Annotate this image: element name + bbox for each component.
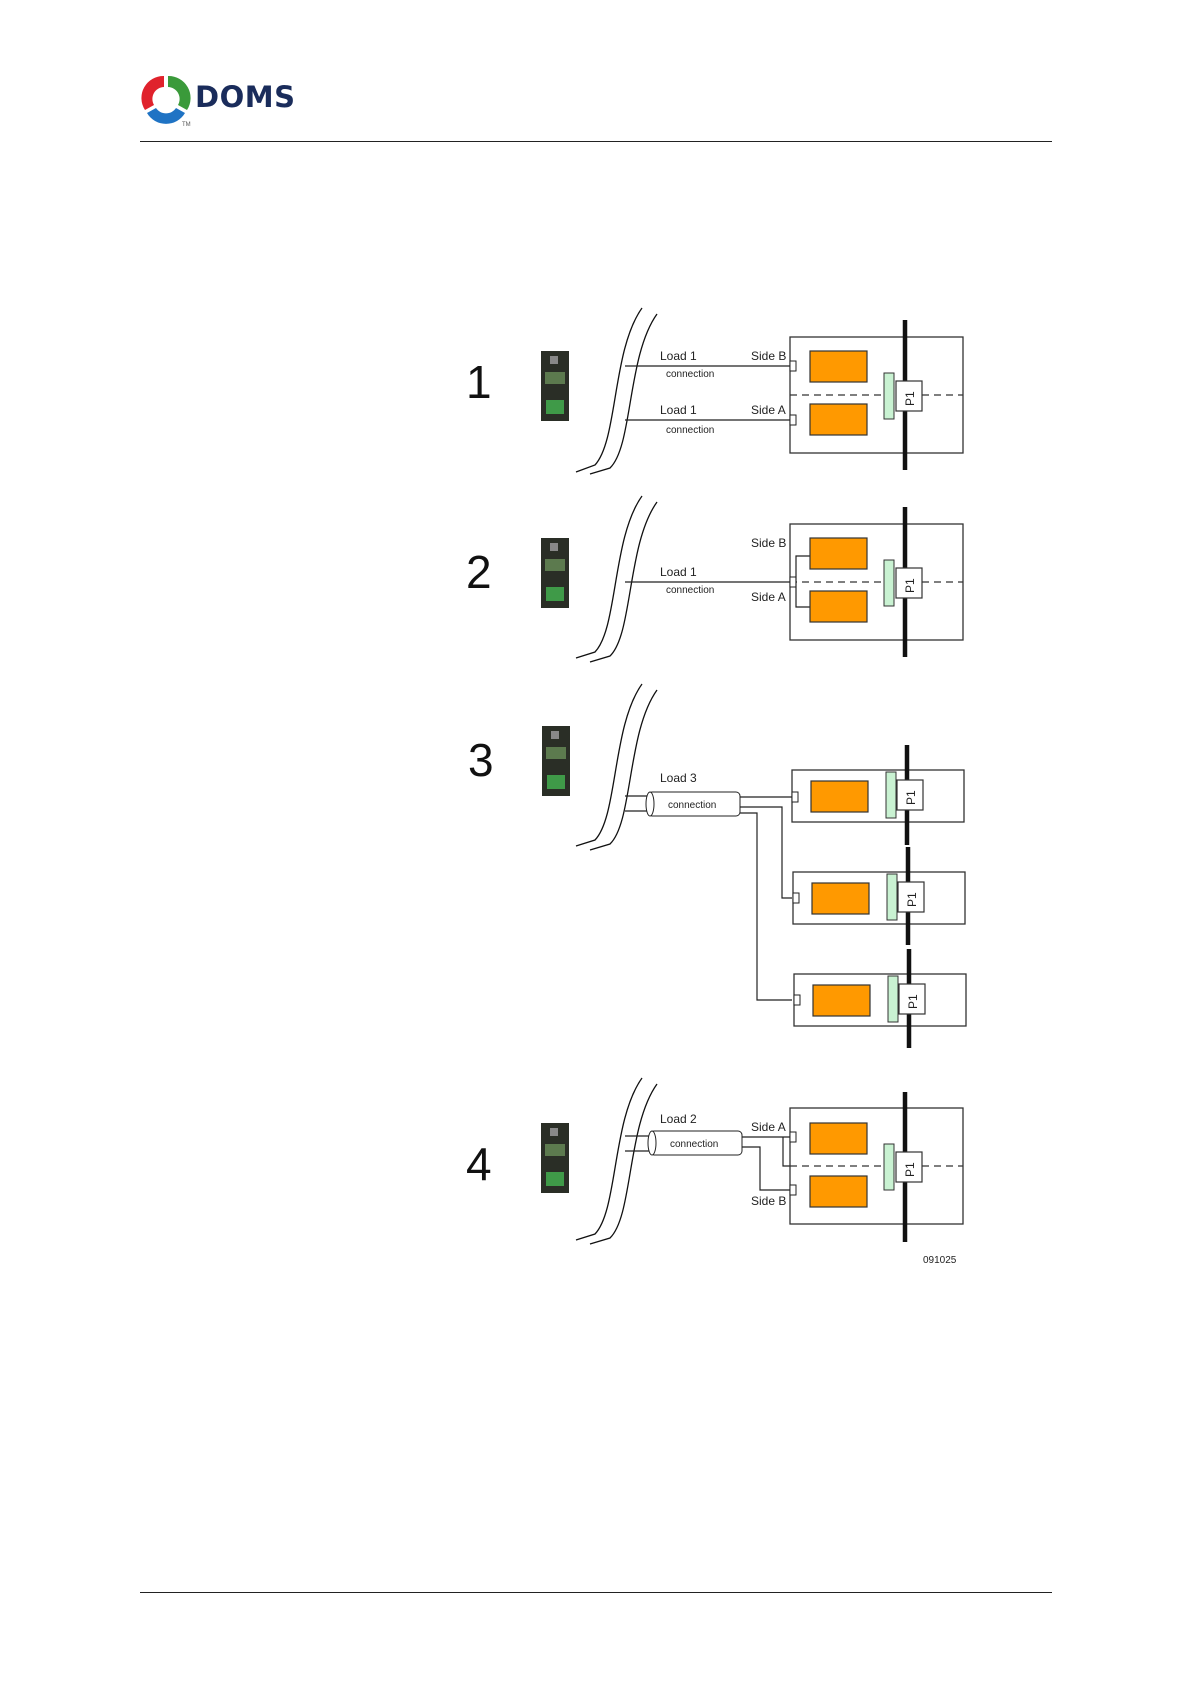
side-label: Side A (751, 403, 786, 417)
diagram-number: 2 (466, 546, 492, 598)
side-label: Side A (751, 590, 786, 604)
interface-board-image (541, 351, 569, 421)
interface-board-image (541, 1123, 569, 1193)
footer-rule (140, 1592, 1052, 1593)
green-module (888, 976, 898, 1022)
connector (793, 893, 799, 903)
side-label: Side B (751, 349, 786, 363)
connector (792, 792, 798, 802)
p1-label: P1 (903, 391, 917, 406)
diagram-number: 1 (466, 356, 492, 408)
connector (790, 361, 796, 371)
green-module (884, 560, 894, 606)
figure-code: 091025 (923, 1255, 957, 1266)
display-panel (810, 351, 867, 382)
interface-board-image (542, 726, 570, 796)
connector (790, 577, 796, 587)
interface-board-image (541, 538, 569, 608)
connector (790, 415, 796, 425)
wire (740, 813, 792, 1000)
diagram-3: 3 Load 3 connection P1 P1 (468, 684, 966, 1048)
cable-break-curve (590, 314, 657, 474)
diagram-number: 4 (466, 1138, 492, 1190)
display-panel (810, 538, 867, 569)
p1-label: P1 (904, 790, 918, 805)
connector (790, 1185, 796, 1195)
cable-break-curve (590, 690, 657, 850)
display-panel (810, 591, 867, 622)
wire-label: Load 3 (660, 771, 697, 785)
cable-end (646, 792, 654, 816)
p1-label: P1 (903, 1162, 917, 1177)
display-panel (810, 1176, 867, 1207)
green-module (886, 772, 896, 818)
cable-break-curve (590, 1084, 657, 1244)
display-panel (812, 883, 869, 914)
p1-label: P1 (905, 892, 919, 907)
display-panel (810, 404, 867, 435)
green-module (884, 1144, 894, 1190)
cable-end (648, 1131, 656, 1155)
diagram-1: 1 Load 1 connection Load 1 connection Si… (466, 308, 963, 474)
diagram-number: 3 (468, 734, 494, 786)
wire (740, 807, 792, 898)
connector (794, 995, 800, 1005)
wire-label: connection (668, 800, 716, 811)
side-label: Side A (751, 1120, 786, 1134)
diagram-2: 2 Load 1 connection Side B Side A P1 (466, 496, 963, 662)
side-label: Side B (751, 1194, 786, 1208)
wire-label: connection (670, 1139, 718, 1150)
wire (783, 1137, 790, 1166)
connector (790, 1132, 796, 1142)
green-module (884, 373, 894, 419)
wire-label: Load 1 (660, 349, 697, 363)
wire-label: Load 1 (660, 565, 697, 579)
wire-label: connection (666, 585, 714, 596)
diagram-4: 4 Load 2 connection Side A Side B P1 (466, 1078, 963, 1244)
wire-label: Load 1 (660, 403, 697, 417)
green-module (887, 874, 897, 920)
display-panel (811, 781, 868, 812)
p1-label: P1 (906, 994, 920, 1009)
p1-label: P1 (903, 578, 917, 593)
wire-label: connection (666, 425, 714, 436)
display-panel (813, 985, 870, 1016)
side-label: Side B (751, 536, 786, 550)
wire-label: connection (666, 369, 714, 380)
display-panel (810, 1123, 867, 1154)
wire-label: Load 2 (660, 1112, 697, 1126)
